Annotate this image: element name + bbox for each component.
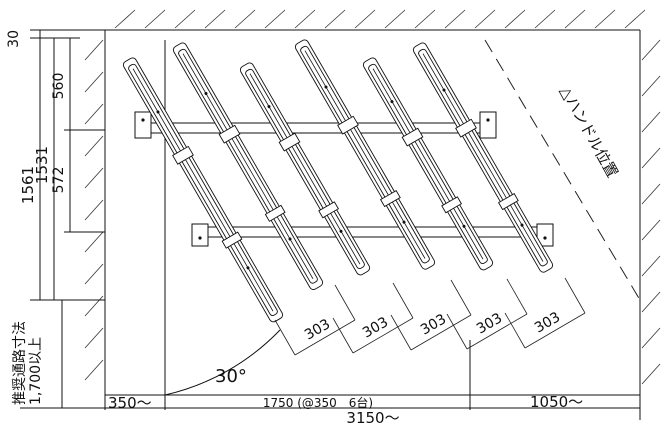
dim-front-rail: 560 — [51, 73, 67, 100]
dim-rack-width: 1750 (@350 6台) — [263, 395, 373, 410]
dim-rear-rail: 572 — [51, 167, 67, 194]
top-wall-hatching — [114, 9, 646, 29]
dim-total: 1561 — [19, 166, 37, 204]
dim-mid: 1531 — [33, 146, 51, 184]
angle-label: 30° — [215, 366, 247, 387]
dim-total-width: 3150〜 — [346, 409, 399, 425]
parked-bicycles — [122, 39, 554, 323]
horizontal-dimensions — [105, 40, 641, 420]
handle-position-line — [484, 39, 641, 301]
bicycle — [122, 57, 284, 323]
bicycle — [362, 57, 494, 271]
angle-arc — [164, 329, 281, 396]
rear-rack-rail — [191, 223, 554, 247]
bicycle — [412, 42, 554, 273]
spacing-label: 303 — [532, 309, 563, 336]
dim-right-clearance: 1050〜 — [530, 393, 583, 411]
spacing-label: 303 — [360, 314, 391, 341]
bicycle — [239, 62, 371, 276]
left-wall-hatching — [84, 39, 104, 381]
spacing-label: 303 — [302, 316, 333, 343]
handle-position-label: △ハンドル位置 — [557, 83, 622, 181]
dim-top-gap: 30 — [6, 30, 22, 48]
bike-spacing-dimensions: 303 303 303 303 303 — [274, 277, 586, 356]
front-rack-rail — [134, 111, 497, 139]
vertical-dimensions — [20, 29, 105, 409]
dim-left-clearance: 350〜 — [108, 394, 152, 412]
spacing-label: 303 — [418, 311, 449, 338]
dim-aisle: 推奨通路寸法 1,700以上 — [12, 317, 44, 405]
bicycle — [172, 42, 324, 290]
bicycle — [294, 39, 436, 270]
right-wall-hatching — [641, 39, 661, 385]
spacing-label: 303 — [474, 310, 505, 337]
